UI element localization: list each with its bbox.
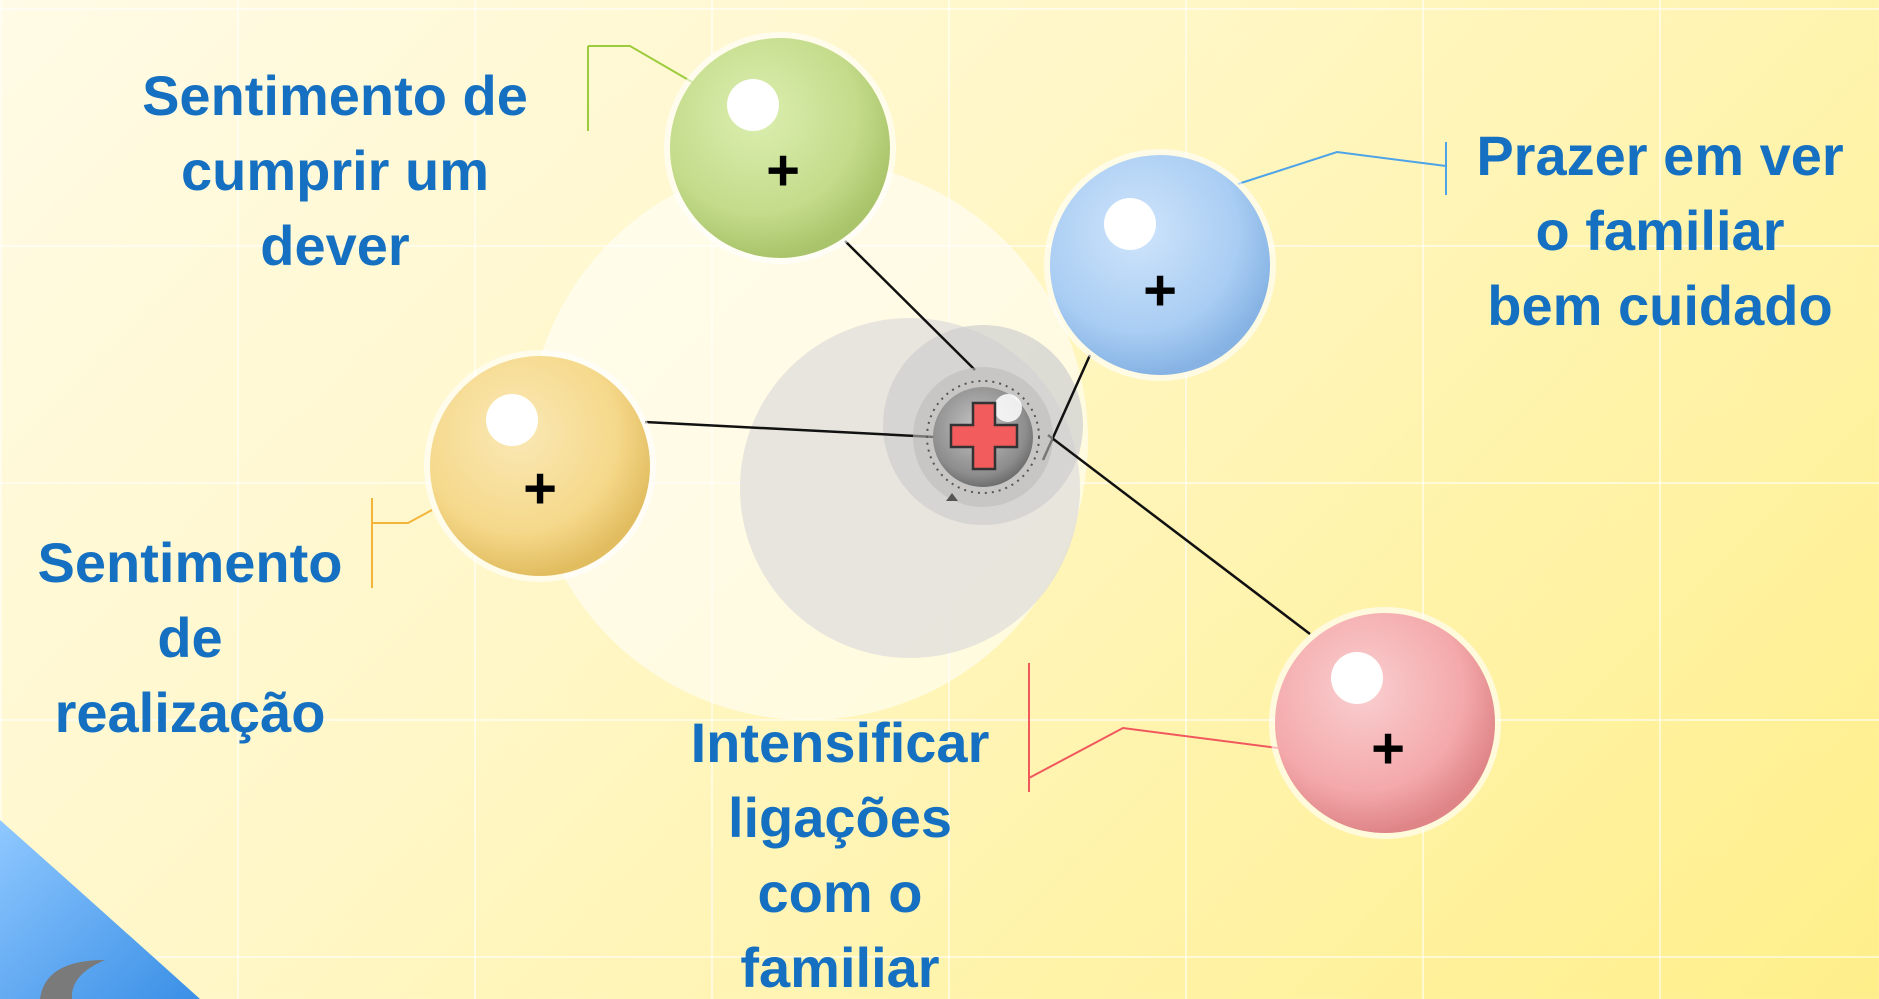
hub-dotted-ring	[926, 380, 1040, 494]
connector-yellow	[644, 420, 936, 439]
label-sentimento-dever: Sentimento de cumprir um dever	[100, 58, 570, 283]
corner-swoosh-shape	[0, 820, 200, 999]
plus-icon-blue: +	[1143, 258, 1177, 323]
label-line: ligações	[727, 786, 953, 849]
node-green[interactable]: +	[664, 32, 896, 264]
hub-node[interactable]	[913, 367, 1053, 507]
label-line: o familiar	[1535, 199, 1785, 262]
plus-icon-green: +	[766, 138, 800, 203]
leader-yellow	[372, 509, 433, 524]
label-prazer-familiar: Prazer em ver o familiar bem cuidado	[1440, 118, 1879, 343]
node-pink-sphere	[1275, 613, 1495, 833]
node-yellow-sphere	[430, 356, 650, 576]
label-line: Intensificar	[690, 711, 990, 774]
label-line: Sentimento de	[142, 64, 528, 127]
label-line: familiar	[740, 936, 940, 999]
label-line: Prazer em ver	[1476, 124, 1844, 187]
label-sentimento-realizacao: Sentimento de realização	[0, 525, 380, 750]
node-yellow-highlight	[486, 394, 538, 446]
label-line: dever	[260, 214, 410, 277]
hub-pointer-icon	[946, 493, 958, 501]
node-green-sphere	[670, 38, 890, 258]
label-intensificar-ligacoes: Intensificar ligações com o familiar	[640, 705, 1040, 999]
hub-highlight	[994, 394, 1022, 422]
label-line: Sentimento	[37, 531, 343, 594]
leader-lines	[371, 45, 1447, 792]
corner-orb	[40, 960, 105, 999]
connector-green	[844, 240, 976, 371]
node-pink[interactable]: +	[1269, 607, 1501, 839]
plus-icon-yellow: +	[523, 456, 557, 521]
label-line: de	[157, 606, 223, 669]
node-blue-sphere	[1050, 155, 1270, 375]
node-green-highlight	[727, 79, 779, 131]
medical-cross-icon	[949, 401, 1019, 471]
leader-blue	[1237, 150, 1447, 185]
corner-swoosh	[0, 820, 200, 999]
label-line: com o	[757, 861, 923, 924]
label-line: realização	[54, 681, 326, 744]
label-line: bem cuidado	[1487, 274, 1833, 337]
node-blue-highlight	[1104, 198, 1156, 250]
node-pink-highlight	[1331, 652, 1383, 704]
leader-green	[588, 45, 693, 83]
node-yellow[interactable]: +	[424, 350, 656, 582]
leader-pink	[1028, 726, 1279, 779]
label-line: cumprir um	[180, 139, 490, 202]
connector-pink	[1047, 434, 1311, 635]
node-blue[interactable]: +	[1044, 149, 1276, 381]
plus-icon-pink: +	[1371, 716, 1405, 781]
